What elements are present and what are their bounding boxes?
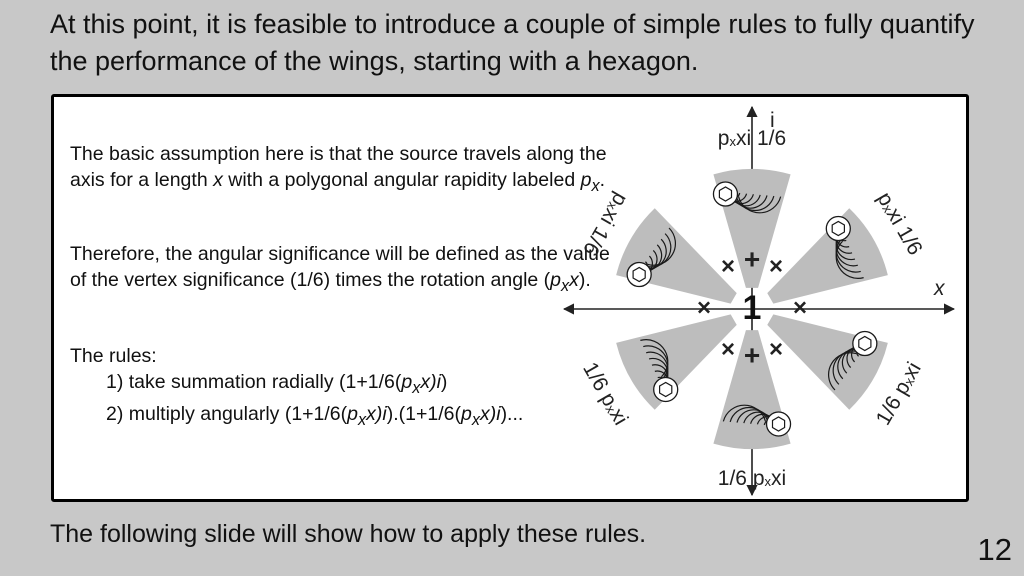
page-number: 12 <box>977 532 1012 567</box>
wing-arc <box>735 195 775 212</box>
rule-2: 2) multiply angularly (1+1/6(pxx)i).(1+1… <box>70 401 630 433</box>
variable-p: p <box>580 169 592 191</box>
hexagon-icon <box>771 416 786 432</box>
wing-arc <box>832 350 858 385</box>
wing-arc <box>737 196 782 214</box>
subscript-x: x <box>412 378 421 397</box>
wing-top <box>712 181 782 214</box>
hexagon-wing-diagram: i x 1 × × × × × × + + pxxi 1/6 pxxi 1/6 1/6 pxxi 1… <box>562 105 956 497</box>
times-mark: × <box>793 294 807 321</box>
wing-arc <box>646 233 672 268</box>
wing-arc <box>835 238 861 273</box>
wing-arc <box>835 240 864 279</box>
plus-mark: + <box>744 339 760 370</box>
variable-p: p <box>401 371 413 393</box>
text-segment: 2) multiply angularly (1+1/6( <box>106 402 348 425</box>
text-segment: ). <box>578 269 591 291</box>
variable-p: p <box>460 402 472 425</box>
hexagon-icon <box>658 381 673 398</box>
variable-i: i <box>436 371 441 393</box>
wing-sector-upper-right <box>767 208 888 304</box>
center-value: 1 <box>743 289 762 327</box>
text-segment: Therefore, the angular significance will… <box>70 243 610 291</box>
wing-arc <box>643 345 669 380</box>
wing-label-upper-left: pxxi 1/6 <box>579 189 633 260</box>
wing-lower-right <box>828 330 878 391</box>
axis-label-x: x <box>933 277 946 300</box>
wing-arc <box>729 406 769 423</box>
assumption-paragraph: The basic assumption here is that the so… <box>70 141 630 199</box>
text-segment: )... <box>500 402 524 425</box>
wing-label-upper-right: pxxi 1/6 <box>873 188 927 259</box>
wing-sector-upper-left <box>616 208 737 304</box>
wing-sector-lower-left <box>616 314 737 410</box>
wing-glyphs <box>626 181 878 437</box>
wing-label-lower-left: 1/6 pxxi <box>579 358 633 429</box>
variable-x: x) <box>479 402 497 425</box>
wing-label-bottom: 1/6 pxxi <box>718 467 786 490</box>
wing-upper-right <box>825 215 864 279</box>
variable-x: x) <box>366 402 383 425</box>
variable-x: x) <box>420 371 437 393</box>
text-segment: 1) take summation radially (1+1/6( <box>106 371 402 393</box>
wing-arc <box>647 227 676 266</box>
times-mark: × <box>769 253 783 280</box>
variable-p: p <box>550 269 562 291</box>
subscript-x: x <box>471 410 480 429</box>
wing-arc <box>828 352 857 391</box>
wing-bottom <box>722 404 792 437</box>
text-segment: ).(1+1/6( <box>386 402 461 425</box>
times-mark: × <box>721 253 735 280</box>
plus-mark: + <box>744 243 760 274</box>
wing-sector-lower-right <box>767 314 888 410</box>
text-segment: with a polygonal angular rapidity labele… <box>222 169 581 191</box>
content-panel: The basic assumption here is that the so… <box>51 94 969 502</box>
times-mark: × <box>769 336 783 363</box>
definition-paragraph: Therefore, the angular significance will… <box>70 241 630 299</box>
subscript-x: x <box>561 276 570 295</box>
slide-title: At this point, it is feasible to introdu… <box>50 9 975 76</box>
axis-label-i: i <box>770 109 775 132</box>
variable-i: i <box>496 402 501 425</box>
hexagon-icon <box>632 266 646 283</box>
slide-footer: The following slide will show how to app… <box>50 520 647 548</box>
wing-label-top: pxxi 1/6 <box>718 127 786 150</box>
hexagon-icon <box>831 220 846 237</box>
rules-heading: The rules: <box>70 345 157 367</box>
variable-i: i <box>382 402 387 425</box>
wing-arc <box>640 339 669 378</box>
wing-label-lower-right: 1/6 pxxi <box>871 358 925 429</box>
text-segment: . <box>599 169 605 191</box>
wing-lower-left <box>640 339 679 403</box>
times-mark: × <box>721 336 735 363</box>
wing-arc <box>722 404 767 422</box>
operator-marks: × × × × × × + + <box>697 243 807 370</box>
wing-upper-left <box>626 227 676 288</box>
subscript-x: x <box>591 176 600 195</box>
times-mark: × <box>697 294 711 321</box>
subscript-x: x <box>358 410 367 429</box>
hexagon-icon <box>718 186 733 202</box>
hexagon-icon <box>858 335 872 352</box>
text-segment: ) <box>440 371 448 393</box>
text-segment: The basic assumption here is that the so… <box>70 143 607 191</box>
rule-1: 1) take summation radially (1+1/6(pxx)i) <box>70 369 630 401</box>
variable-x: x <box>569 269 579 291</box>
rules-block: The rules: 1) take summation radially (1… <box>70 343 630 433</box>
variable-p: p <box>347 402 359 425</box>
variable-x: x <box>213 169 223 191</box>
